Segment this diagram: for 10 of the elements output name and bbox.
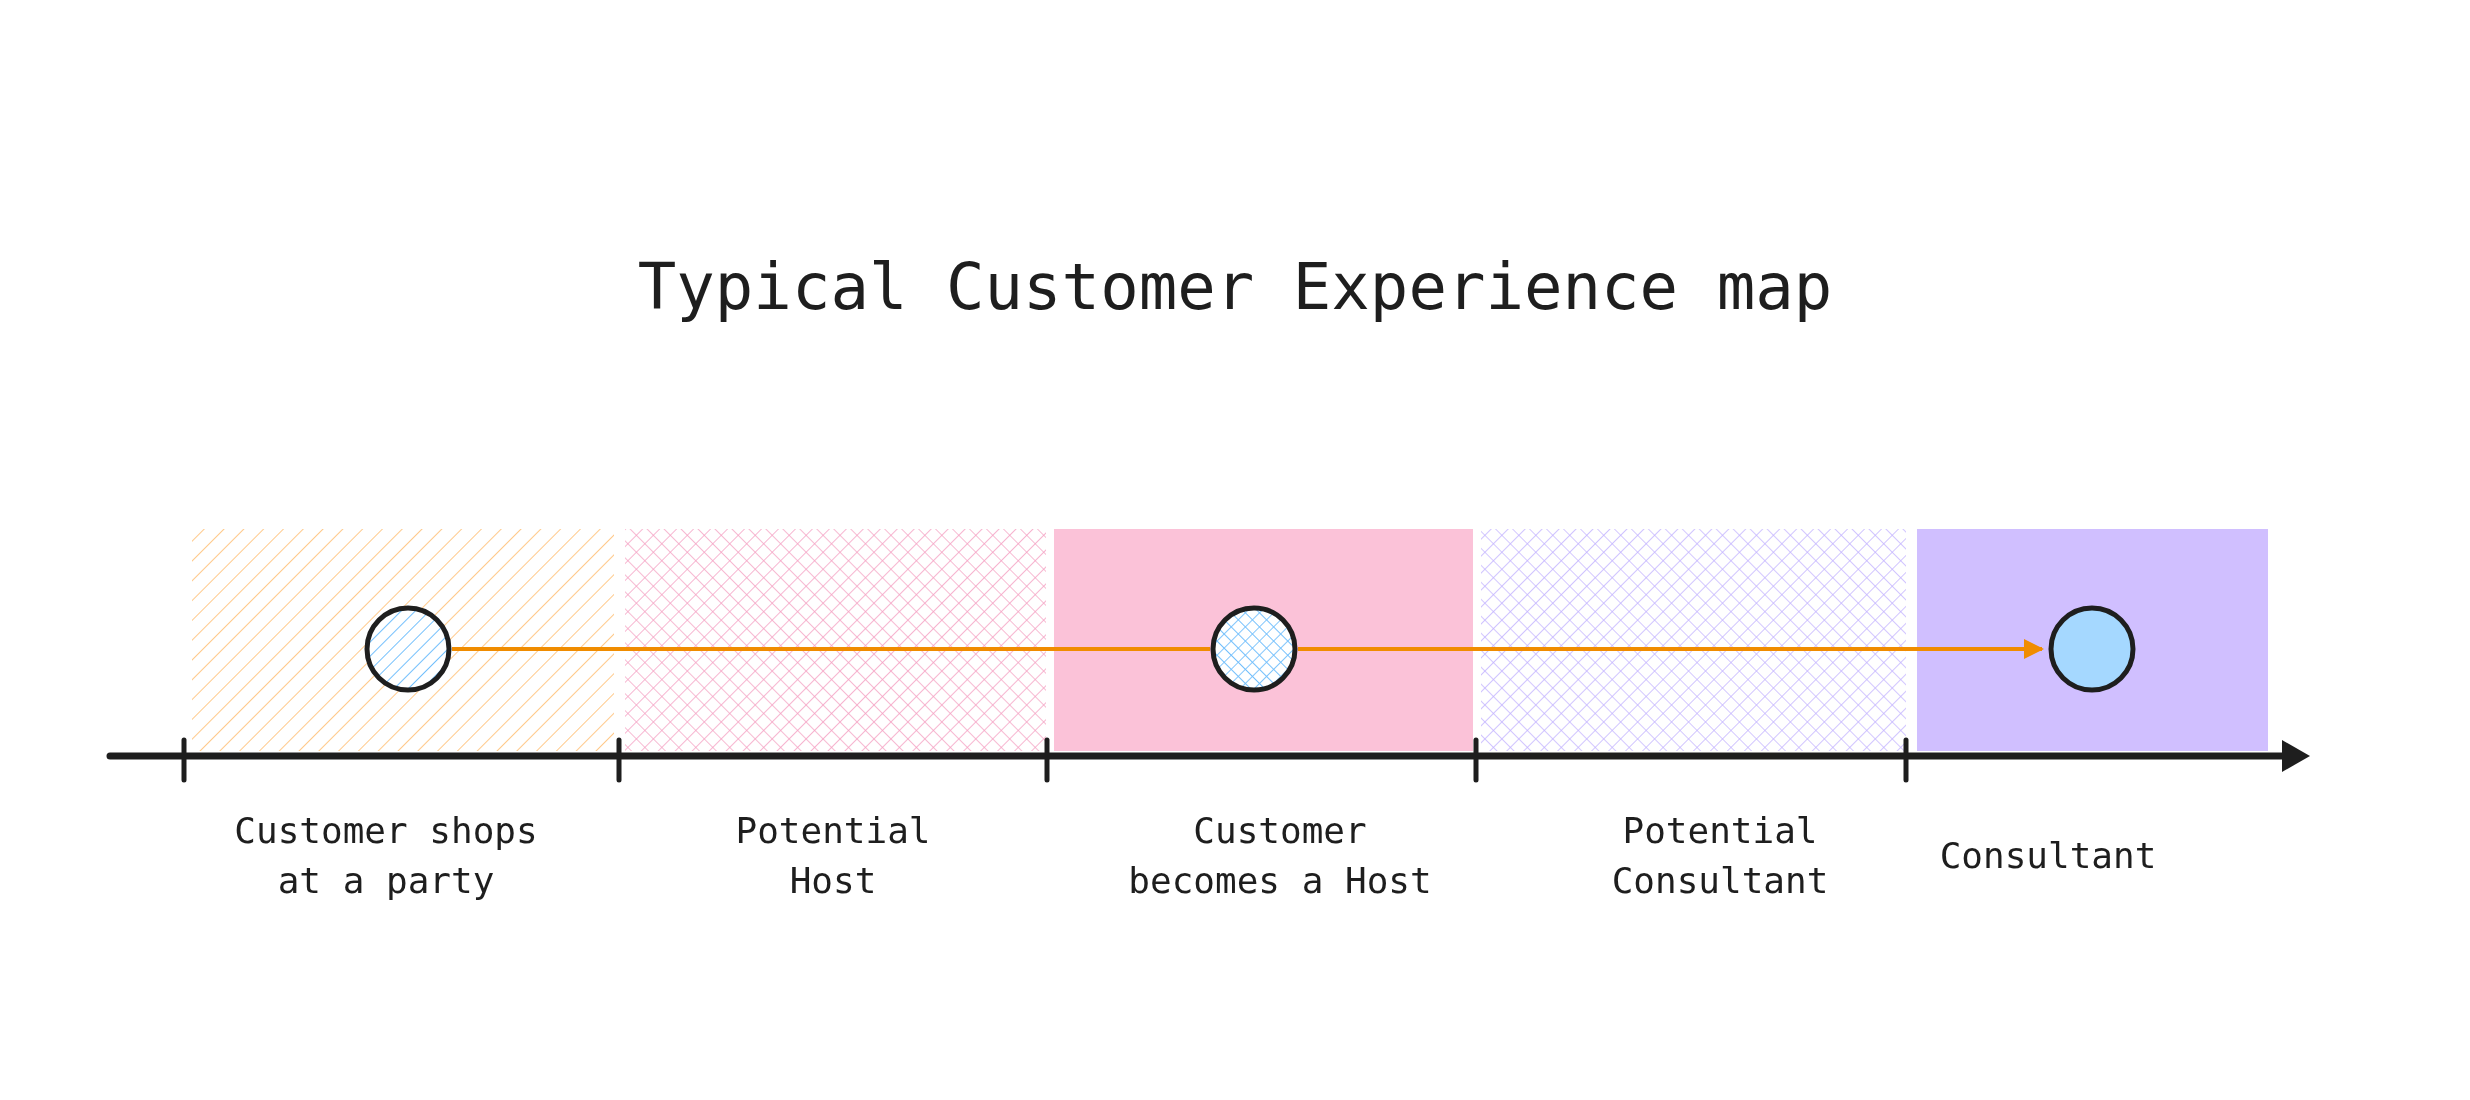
stage-label: Consultant: [1938, 834, 2158, 878]
stage-label: Customer becomes a Host: [1127, 809, 1433, 903]
circle-marker: [1210, 605, 1298, 693]
arrow: [1298, 639, 2044, 659]
stage-label: Potential Host: [734, 809, 932, 903]
circle-marker: [2048, 605, 2136, 693]
diagram-title: Typical Customer Experience map: [636, 250, 1834, 324]
stage-label: Customer shops at a party: [233, 809, 539, 903]
circle-marker: [364, 605, 452, 693]
stage-label: Potential Consultant: [1610, 809, 1830, 903]
